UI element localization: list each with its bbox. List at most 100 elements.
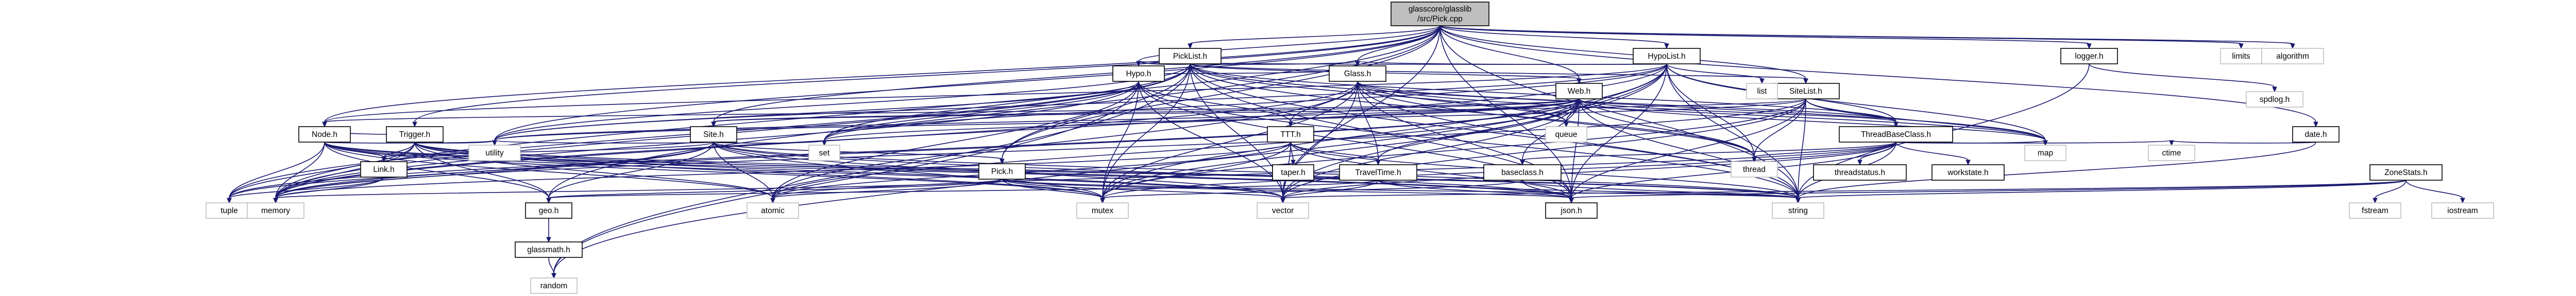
node-box (1772, 83, 1840, 99)
node-vector: vector (1257, 202, 1309, 219)
node-box (1159, 48, 1222, 64)
node-geomath[interactable]: glassmath.h (515, 241, 583, 258)
edge-hypolist-to-list (1666, 63, 1765, 84)
node-picklist[interactable]: PickList.h (1159, 48, 1222, 64)
node-workstate[interactable]: workstate.h (1931, 164, 2005, 181)
node-label: taper.h (1281, 168, 1305, 177)
node-traveltime[interactable]: TravelTime.h (1339, 164, 1417, 181)
node-box (1339, 164, 1417, 181)
node-label: queue (1555, 130, 1577, 139)
edge-site-to-pick (713, 142, 1005, 165)
node-thread: thread (1731, 161, 1778, 178)
node-label: Link.h (373, 165, 394, 174)
node-limits: limits (2220, 48, 2262, 64)
node-link[interactable]: Link.h (360, 161, 408, 178)
edge-baseclass-to-mutex (1100, 180, 1523, 204)
node-trigger[interactable]: Trigger.h (386, 126, 444, 143)
edge-hypolist-to-glass (1355, 61, 1667, 67)
node-label: ctime (2162, 149, 2181, 158)
node-pick[interactable]: Pick.h (978, 163, 1026, 180)
node-geo[interactable]: geo.h (525, 202, 572, 219)
node-label: list (1757, 87, 1768, 96)
node-sitelist[interactable]: SiteList.h (1772, 83, 1840, 99)
node-web[interactable]: Web.h (1555, 83, 1603, 99)
node-label: thread (1743, 165, 1766, 174)
node-zonestats[interactable]: ZoneStats.h (2369, 164, 2443, 181)
node-threadstatus[interactable]: threadstatus.h (1813, 164, 1907, 181)
node-label: json.h (1560, 206, 1582, 215)
node-label: vector (1272, 206, 1294, 215)
edge-root-to-trigger (412, 25, 1440, 128)
node-label: mutex (1092, 206, 1113, 215)
edge-sitelist-to-site (711, 98, 1806, 128)
node-hypo[interactable]: Hypo.h (1112, 65, 1165, 82)
node-logger[interactable]: logger.h (2060, 48, 2118, 64)
node-label: set (819, 149, 830, 158)
node-label: PickList.h (1173, 52, 1207, 61)
node-box (2431, 202, 2494, 219)
node-ctime: ctime (2148, 145, 2195, 161)
edge-baseclass-to-json (1522, 180, 1574, 204)
edge-link-to-tuple (227, 177, 384, 204)
node-taper[interactable]: taper.h (1272, 164, 1314, 181)
edge-logger-to-spdlog (2089, 63, 2277, 93)
node-json[interactable]: json.h (1545, 202, 1598, 219)
edge-threadbase-to-baseclass (1520, 142, 1896, 166)
node-label: map (2038, 149, 2053, 158)
node-box (1839, 126, 1953, 143)
node-label: ThreadBaseClass.h (1861, 130, 1931, 139)
node-mutex: mutex (1076, 202, 1129, 219)
node-memory: memory (247, 202, 304, 219)
node-label: string (1788, 206, 1808, 215)
edge-node-to-link (324, 142, 386, 163)
node-box (1931, 164, 2005, 181)
node-site[interactable]: Site.h (690, 126, 737, 143)
node-box (468, 145, 521, 161)
edge-baseclass-to-string (1522, 180, 1801, 204)
node-label: baseclass.h (1501, 168, 1544, 177)
node-hypolist[interactable]: HypoList.h (1633, 48, 1701, 64)
edge-root-to-algorithm (1439, 25, 2295, 49)
node-box (808, 145, 840, 161)
node-label: atomic (761, 206, 785, 215)
node-box (2220, 48, 2262, 64)
node-threadbase[interactable]: ThreadBaseClass.h (1839, 126, 1953, 143)
node-label: Hypo.h (1126, 69, 1151, 78)
node-box (1483, 164, 1562, 181)
node-box (690, 126, 737, 143)
node-date[interactable]: date.h (2292, 126, 2340, 143)
node-queue: queue (1545, 126, 1587, 143)
node-map: map (2024, 145, 2066, 161)
node-label: tuple (221, 206, 238, 215)
node-algorithm: algorithm (2261, 48, 2324, 64)
node-node[interactable]: Node.h (298, 126, 351, 143)
edge-threadbase-to-thread (1752, 142, 1896, 163)
dependency-edges (227, 25, 2465, 279)
node-label: SiteList.h (1789, 87, 1822, 96)
node-label: date.h (2304, 130, 2327, 139)
node-box (1555, 83, 1603, 99)
file-nodes: glasscore/glasslib/src/Pick.cppPickList.… (206, 2, 2494, 294)
edge-root-to-pick (999, 25, 1440, 165)
node-baseclass[interactable]: baseclass.h (1483, 164, 1562, 181)
edge-site-to-set (713, 140, 827, 146)
node-box (360, 161, 408, 178)
node-glass[interactable]: Glass.h (1329, 65, 1386, 82)
node-label: iostream (2447, 206, 2478, 215)
node-label: random (540, 282, 568, 290)
node-root[interactable]: glasscore/glasslib/src/Pick.cpp (1391, 2, 1489, 26)
edge-web-to-node (322, 98, 1580, 128)
edge-root-to-picklist (1188, 25, 1440, 49)
node-ttt[interactable]: TTT.h (1267, 126, 1314, 143)
node-box (1329, 65, 1386, 82)
node-label: Site.h (703, 130, 724, 139)
node-fstream: fstream (2349, 202, 2401, 219)
node-string: string (1772, 202, 1824, 219)
node-label: Glass.h (1344, 69, 1371, 78)
node-box (2292, 126, 2340, 143)
node-box (1633, 48, 1701, 64)
node-box (1813, 164, 1907, 181)
node-box (2024, 145, 2066, 161)
edge-zonestats-to-iostream (2405, 180, 2465, 204)
node-box (747, 202, 799, 219)
